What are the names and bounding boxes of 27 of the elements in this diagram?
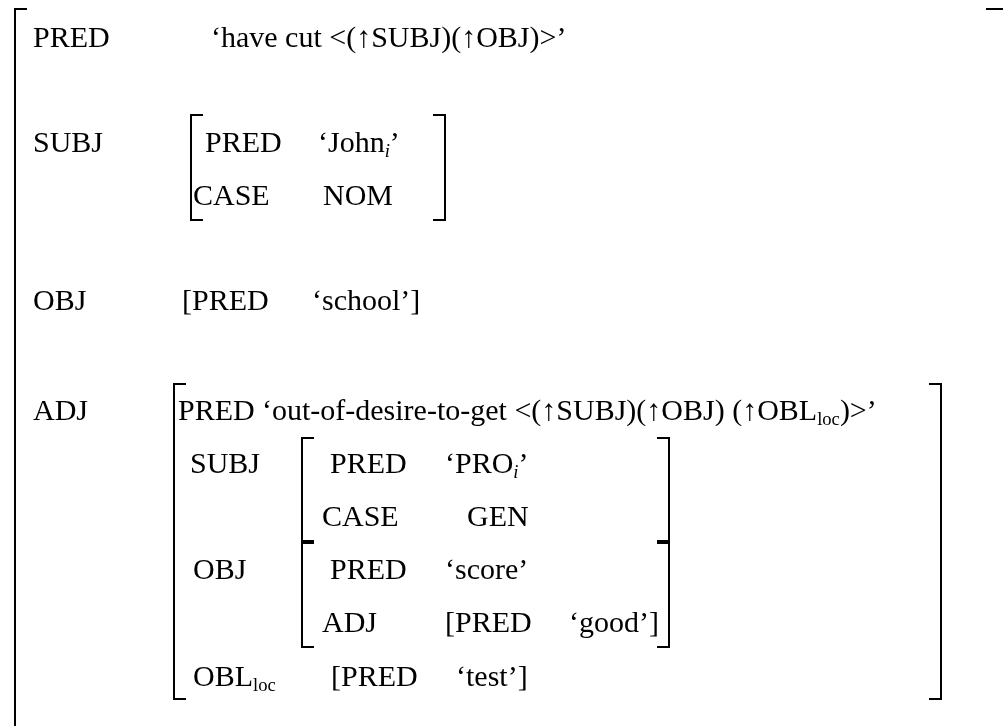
feature-value: ‘score’: [445, 552, 529, 586]
feature-name: SUBJ: [33, 125, 104, 159]
feature-value: NOM: [323, 178, 393, 212]
feature-name: PRED: [205, 125, 282, 159]
feature-name: ‘good’]: [569, 605, 659, 639]
feature-value: OBJ: [33, 283, 87, 317]
feature-value: [PRED: [331, 659, 418, 693]
feature-name: ADJ: [33, 393, 88, 427]
feature-value: ‘have cut <(↑SUBJ)(↑OBJ)>’: [211, 20, 567, 54]
feature-name: PRED: [33, 20, 110, 54]
feature-value: ‘test’]: [456, 659, 528, 693]
feature-value: ‘school’]: [312, 283, 421, 317]
feature-name: SUBJ: [190, 446, 261, 480]
feature-value: ‘out-of-desire-to-get <(↑SUBJ)(↑OBJ) (↑OBL$_{loc}$)>’: [262, 393, 877, 427]
feature-name: PRED: [330, 552, 407, 586]
feature-name: ADJ: [322, 605, 377, 639]
feature-name: CASE: [193, 178, 270, 212]
feature-value: GEN: [467, 499, 529, 533]
feature-name: OBJ: [193, 552, 247, 586]
feature-name: PRED: [178, 393, 255, 427]
feature-name: CASE: [322, 499, 399, 533]
feature-name: [PRED: [182, 283, 269, 317]
feature-value: ‘PRO$_{i}$’: [445, 446, 529, 480]
feature-value: [PRED: [445, 605, 532, 639]
feature-value: ‘John$_{i}$’: [318, 125, 400, 159]
feature-name: OBL$_{loc}$: [193, 659, 276, 693]
feature-name: PRED: [330, 446, 407, 480]
